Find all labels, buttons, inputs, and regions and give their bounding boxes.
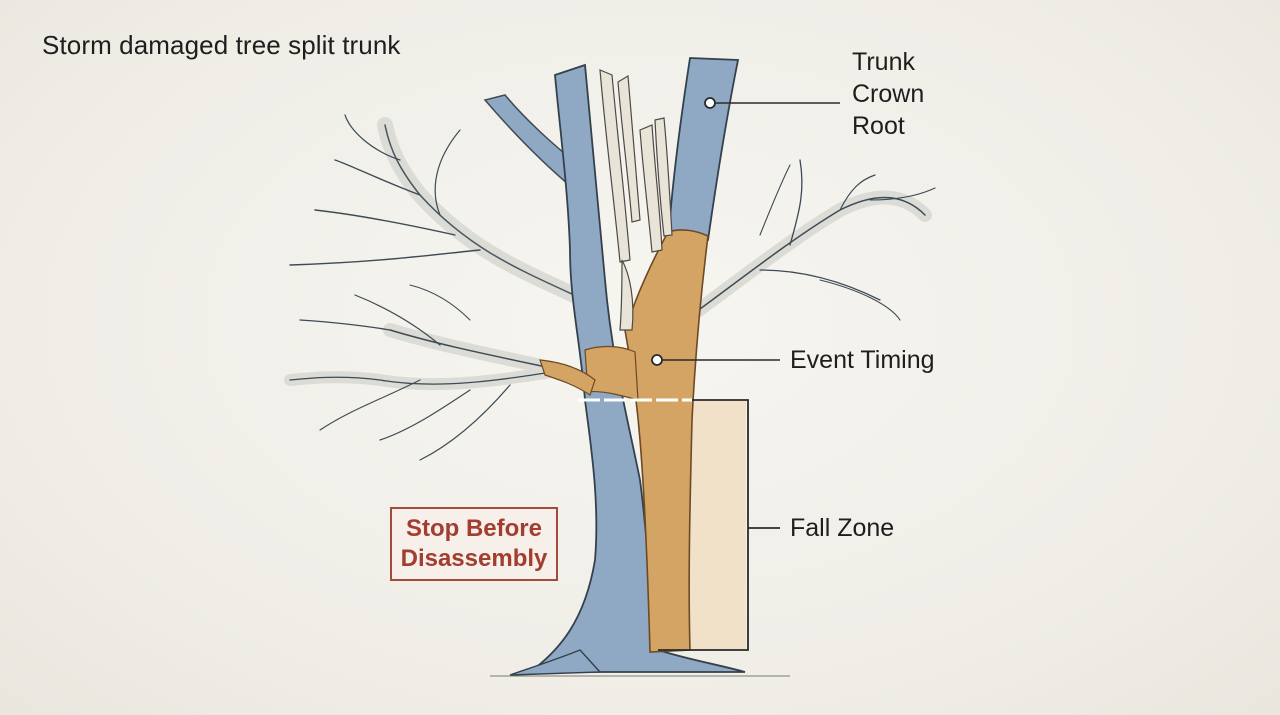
warning-line-2: Disassembly	[400, 545, 548, 572]
root-flare	[509, 649, 602, 676]
label-event-timing: Event Timing	[790, 346, 935, 374]
healthy-trunk	[527, 63, 746, 673]
left-branches	[284, 114, 593, 461]
fall-zone-bracket	[658, 399, 780, 651]
splinters	[599, 69, 673, 331]
upper-right-spar	[667, 57, 740, 247]
split-wood-patch	[584, 345, 639, 401]
trunk-marker-dot	[704, 97, 716, 109]
split-limb-stub	[539, 359, 596, 396]
page-title: Storm damaged tree split trunk	[42, 30, 401, 60]
event-marker-dot	[651, 354, 663, 366]
warning-box: Stop Before Disassembly	[390, 507, 558, 581]
trunk-crown-root-labels: Trunk Crown Root	[852, 46, 924, 142]
warning-line-1: Stop Before	[405, 515, 542, 542]
label-trunk: Trunk	[852, 48, 915, 76]
right-branches	[678, 159, 936, 327]
fall-zone-area	[688, 400, 746, 650]
label-root: Root	[852, 112, 905, 140]
label-fall-zone: Fall Zone	[790, 514, 895, 542]
leader-lines	[657, 102, 840, 361]
label-crown: Crown	[852, 80, 925, 108]
